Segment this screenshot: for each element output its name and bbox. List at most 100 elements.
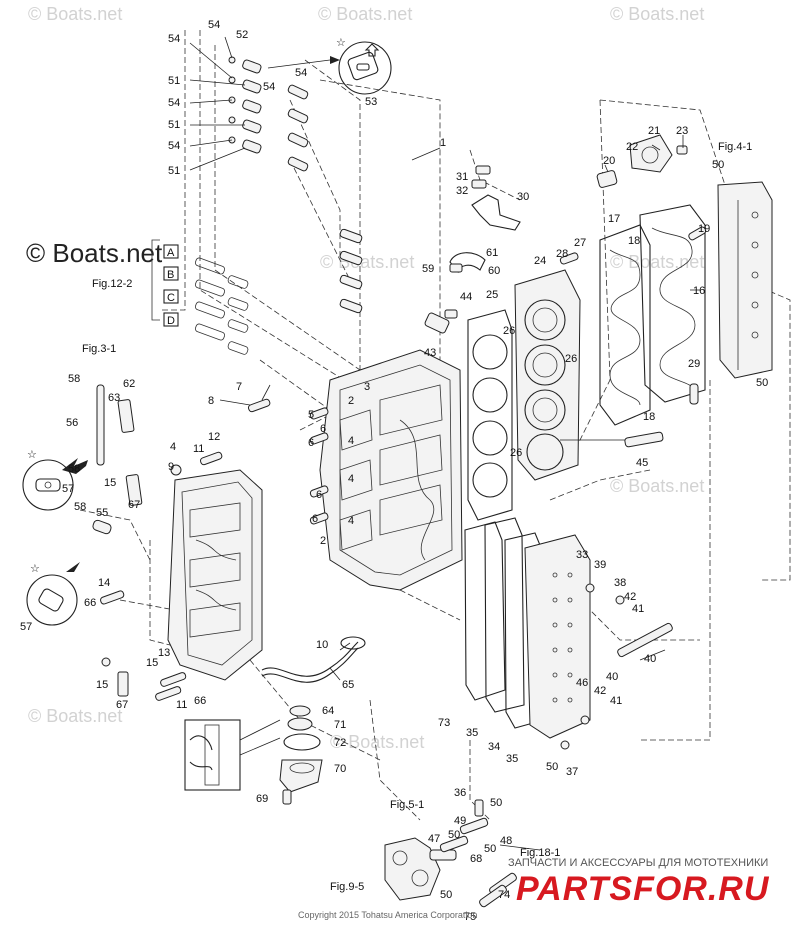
part-callout: 15 <box>146 657 158 669</box>
part-callout: 56 <box>66 417 78 429</box>
part-callout: 49 <box>454 815 466 827</box>
part-callout: 54 <box>295 67 307 79</box>
watermark: © Boats.net <box>610 476 704 496</box>
part-callout: 4 <box>170 441 176 453</box>
part-callout: 51 <box>168 119 180 131</box>
part-callout: 54 <box>168 140 180 152</box>
part-callout: 33 <box>576 549 588 561</box>
part-callout: 35 <box>466 727 478 739</box>
part-callout: 1 <box>440 137 446 149</box>
part-callout: 2 <box>348 395 354 407</box>
part-callout: 40 <box>644 653 656 665</box>
part-callout: 15 <box>104 477 116 489</box>
part-callout: 36 <box>454 787 466 799</box>
part-callout: 52 <box>236 29 248 41</box>
part-callout: 3 <box>364 381 370 393</box>
part-callout: 70 <box>334 763 346 775</box>
part-callout: 41 <box>610 695 622 707</box>
center-stud-group <box>339 228 363 314</box>
star-icon: ☆ <box>27 449 37 461</box>
part-callout: 4 <box>348 473 354 485</box>
box-letter: D <box>167 315 175 327</box>
part-callout: 8 <box>208 395 214 407</box>
part-callout: 62 <box>123 378 135 390</box>
watermark: © Boats.net <box>610 4 704 24</box>
part-callout: 72 <box>334 737 346 749</box>
part-callout: 46 <box>576 677 588 689</box>
right-bracket <box>717 181 773 379</box>
leader-lines <box>189 36 700 681</box>
part-callout: 4 <box>348 515 354 527</box>
brand-logo: PARTSFOR.RU <box>516 870 770 908</box>
part-callout: 41 <box>632 603 644 615</box>
part-callout: 39 <box>594 559 606 571</box>
watermark: © Boats.net <box>610 252 704 272</box>
part-callout: 51 <box>168 165 180 177</box>
figure-ref: Fig.5-1 <box>390 799 424 811</box>
tube-section-icon <box>184 719 281 791</box>
part-callout: 50 <box>440 889 452 901</box>
part-callout: 22 <box>626 141 638 153</box>
watermark: © Boats.net <box>28 4 122 24</box>
part-callout: 10 <box>316 639 328 651</box>
figure-references: Fig.4-1 Fig.12-2 Fig.3-1 Fig.5-1 Fig.18-… <box>82 141 752 893</box>
brand-tagline: ЗАПЧАСТИ И АКСЕССУАРЫ ДЛЯ МОТОТЕХНИКИ <box>508 857 768 869</box>
part-callout: 64 <box>322 705 334 717</box>
part-callout: 50 <box>484 843 496 855</box>
part-callout: 2 <box>320 535 326 547</box>
part-callout: 35 <box>506 753 518 765</box>
part-callout: 13 <box>158 647 170 659</box>
part-callout: 54 <box>168 33 180 45</box>
part-callout: 19 <box>698 223 710 235</box>
part-callout: 71 <box>334 719 346 731</box>
fastener-group <box>100 165 707 750</box>
copyright-text: Copyright 2015 Tohatsu America Corporati… <box>298 910 477 920</box>
part-callout: 6 <box>320 423 326 435</box>
left-side-parts: ☆ ☆ <box>22 384 143 697</box>
part-callout: 27 <box>574 237 586 249</box>
box-letter: A <box>167 247 175 259</box>
callout-numbers: 54 52 54 51 54 51 54 51 54 54 53 1 31 32… <box>20 19 768 923</box>
part-callout: 53 <box>365 96 377 108</box>
box-b <box>163 266 179 281</box>
part-callout: 75 <box>464 911 476 923</box>
part-callout: 26 <box>503 325 515 337</box>
part-callout: 59 <box>422 263 434 275</box>
star-icon: ☆ <box>336 37 346 49</box>
part-callout: 38 <box>614 577 626 589</box>
part-callout: 55 <box>96 507 108 519</box>
part-callout: 57 <box>20 621 32 633</box>
sensor-parts <box>624 383 699 448</box>
part-callout: 47 <box>428 833 440 845</box>
part-callout: 18 <box>643 411 655 423</box>
part-callout: 12 <box>208 431 220 443</box>
figure-ref: Fig.18-1 <box>520 847 560 859</box>
part-callout: 23 <box>676 125 688 137</box>
box-c <box>163 289 179 304</box>
box-d <box>163 312 179 327</box>
part-callout: 74 <box>498 889 510 901</box>
part-callout: 34 <box>488 741 500 753</box>
part-callout: 58 <box>74 501 86 513</box>
box-letter: B <box>167 269 174 281</box>
part-callout: 50 <box>490 797 502 809</box>
fig-12-2-connectors: A B C D <box>151 239 249 355</box>
part-callout: 50 <box>448 829 460 841</box>
arrow-icon <box>364 43 380 57</box>
part-callout: 48 <box>500 835 512 847</box>
part-callout: 54 <box>263 81 275 93</box>
part-callout: 14 <box>98 577 110 589</box>
part-callout: 6 <box>312 513 318 525</box>
part-callout: 50 <box>756 377 768 389</box>
part-callout: 28 <box>556 248 568 260</box>
part-callout: 24 <box>534 255 546 267</box>
part-callout: 37 <box>566 766 578 778</box>
part-callout: 67 <box>116 699 128 711</box>
part-callout: 21 <box>648 125 660 137</box>
watermark: © Boats.net <box>318 4 412 24</box>
part-callout: 58 <box>68 373 80 385</box>
part-callout: 11 <box>193 443 204 455</box>
part-callout: 17 <box>608 213 620 225</box>
